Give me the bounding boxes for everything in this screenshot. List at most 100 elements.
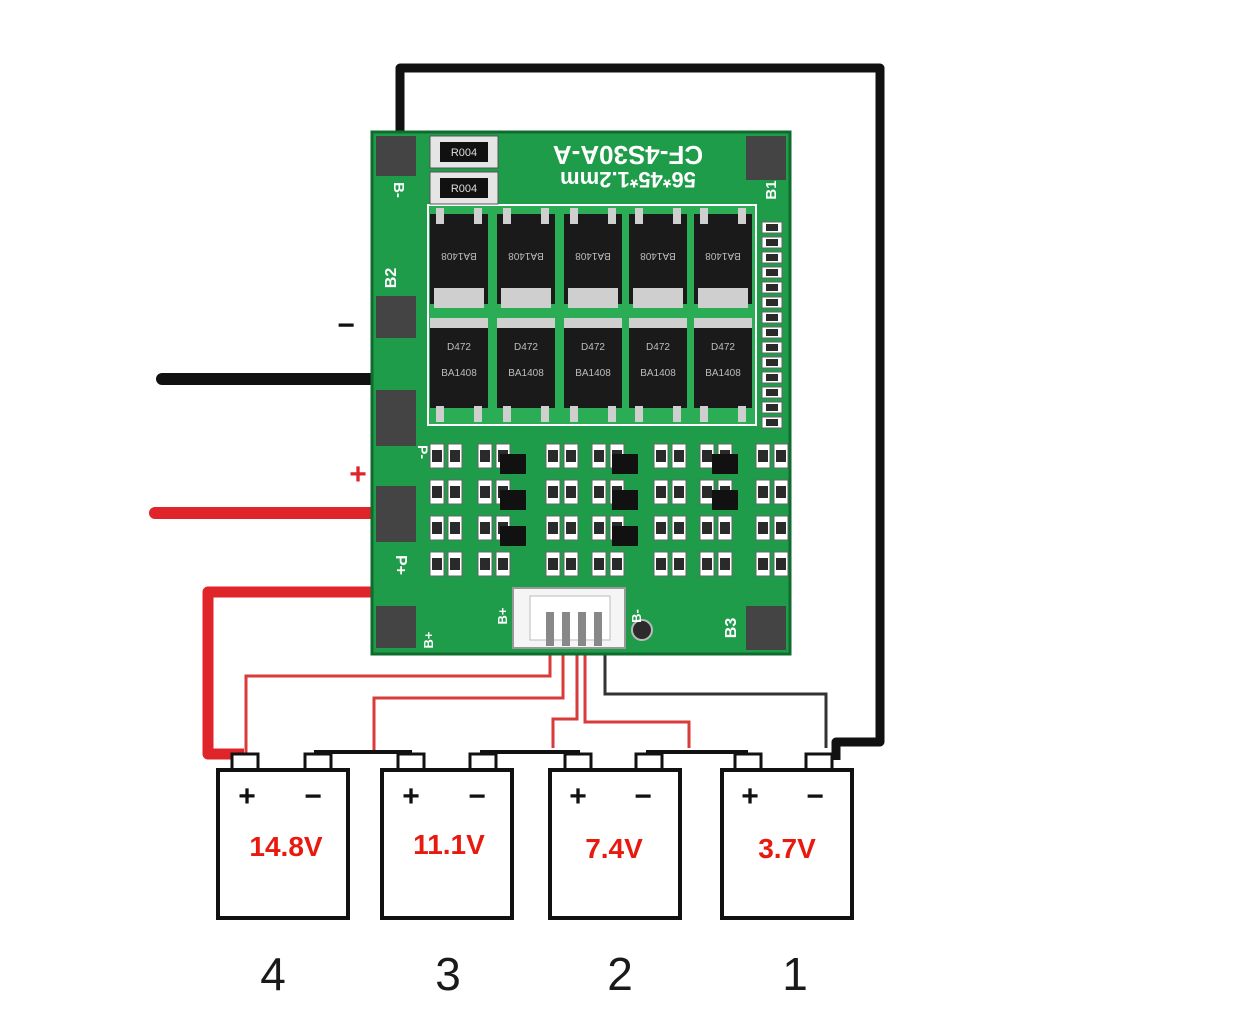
- side-resistor: [761, 326, 783, 339]
- smd-part: [653, 443, 687, 469]
- smd-part: [477, 551, 511, 577]
- svg-text:D472: D472: [581, 342, 605, 353]
- smd-part: [699, 515, 733, 541]
- smd-part: [755, 551, 789, 577]
- cell-1-number: 1: [782, 948, 808, 1000]
- svg-text:D472: D472: [711, 342, 735, 353]
- svg-text:R004: R004: [451, 147, 477, 159]
- smd-part: [429, 515, 463, 541]
- svg-text:BA1408: BA1408: [705, 250, 741, 261]
- cell-4-voltage: 14.8V: [249, 831, 322, 862]
- side-resistor: [761, 266, 783, 279]
- smd-part: [545, 479, 579, 505]
- svg-text:D472: D472: [514, 342, 538, 353]
- silk-b-minus: B-: [390, 182, 407, 198]
- pad-p-plus: [376, 486, 416, 542]
- connector-b-plus-label: B+: [495, 607, 510, 624]
- cell-3-voltage: 11.1V: [413, 829, 485, 860]
- cell-3-number: 3: [435, 948, 461, 1000]
- svg-text:BA1408: BA1408: [640, 368, 676, 379]
- silk-b3: B3: [723, 618, 740, 639]
- side-resistor: [761, 281, 783, 294]
- shunt-resistor-bottom: R004: [429, 171, 499, 205]
- silk-p-minus: P-: [415, 445, 431, 459]
- smd-part: [653, 515, 687, 541]
- battery-cell-4: + − 14.8V 4: [216, 752, 350, 1000]
- series-links: [314, 750, 748, 770]
- smd-ic: [612, 454, 638, 474]
- mosfet-row-top: BA1408 BA1408 BA1408 BA1408: [430, 208, 752, 308]
- side-resistor: [761, 251, 783, 264]
- pad-b-plus: [376, 606, 416, 648]
- side-resistor: [761, 356, 783, 369]
- battery-cell-1: + − 3.7V 1: [720, 752, 854, 1000]
- cell-2-voltage: 7.4V: [585, 833, 643, 864]
- smd-part: [755, 515, 789, 541]
- smd-part: [755, 479, 789, 505]
- smd-part: [429, 443, 463, 469]
- output-minus-sign: −: [337, 309, 355, 342]
- black-b-minus-wire: [395, 63, 885, 760]
- smd-part: [653, 551, 687, 577]
- pad-b2: [376, 296, 416, 338]
- side-resistor: [761, 296, 783, 309]
- svg-text:BA1408: BA1408: [575, 368, 611, 379]
- smd-ic: [500, 526, 526, 546]
- svg-text:D472: D472: [646, 342, 670, 353]
- smd-ic: [712, 490, 738, 510]
- silk-b1: B1: [763, 180, 780, 199]
- pad-b3: [746, 606, 786, 650]
- side-resistor-column: [761, 221, 783, 429]
- smd-ic: [612, 490, 638, 510]
- smd-part: [545, 551, 579, 577]
- side-resistor: [761, 416, 783, 429]
- battery-positive-wire: [202, 586, 375, 760]
- smd-ic: [500, 454, 526, 474]
- silk-b-plus: B+: [421, 631, 436, 648]
- cell-4-number: 4: [260, 948, 286, 1000]
- side-resistor: [761, 401, 783, 414]
- svg-text:−: −: [806, 780, 824, 813]
- svg-text:+: +: [402, 780, 420, 813]
- smd-part: [429, 479, 463, 505]
- pad-p-minus: [376, 390, 416, 446]
- svg-text:+: +: [238, 780, 256, 813]
- mosfet-row-bottom: D472 BA1408 D472 BA1408 D472 BA1408: [430, 318, 752, 422]
- pad-b1: [746, 136, 786, 180]
- balance-wires: [244, 645, 828, 754]
- smd-part: [755, 443, 789, 469]
- smd-ic: [712, 454, 738, 474]
- svg-text:+: +: [741, 780, 759, 813]
- side-resistor: [761, 311, 783, 324]
- board-size-label: 56*45*1.2mm: [560, 167, 696, 192]
- mounting-hole: [631, 619, 653, 641]
- smd-part: [591, 551, 625, 577]
- shunt-resistor-top: R004: [429, 135, 499, 169]
- smd-ic: [612, 526, 638, 546]
- side-resistor: [761, 341, 783, 354]
- svg-text:BA1408: BA1408: [508, 250, 544, 261]
- smd-part: [653, 479, 687, 505]
- cell-1-voltage: 3.7V: [758, 833, 816, 864]
- bms-board: R004 R004 56*45*1.2mm CF-4S30A-A B- B1 B…: [370, 130, 792, 656]
- svg-text:BA1408: BA1408: [508, 368, 544, 379]
- pad-b-minus: [376, 136, 416, 176]
- battery-cell-3: + − 11.1V 3: [380, 752, 514, 1000]
- smd-part: [545, 443, 579, 469]
- smd-components: [429, 443, 789, 577]
- side-resistor: [761, 236, 783, 249]
- svg-text:BA1408: BA1408: [640, 250, 676, 261]
- side-resistor: [761, 386, 783, 399]
- smd-part: [699, 551, 733, 577]
- battery-cell-2: + − 7.4V 2: [548, 752, 682, 1000]
- smd-ic: [500, 490, 526, 510]
- cell-2-number: 2: [607, 948, 633, 1000]
- smd-part: [545, 515, 579, 541]
- svg-text:R004: R004: [451, 183, 477, 195]
- output-plus-sign: +: [349, 458, 367, 491]
- svg-text:−: −: [468, 780, 486, 813]
- svg-text:BA1408: BA1408: [705, 368, 741, 379]
- svg-text:−: −: [304, 780, 322, 813]
- connector-b-minus-label: B-: [629, 609, 644, 623]
